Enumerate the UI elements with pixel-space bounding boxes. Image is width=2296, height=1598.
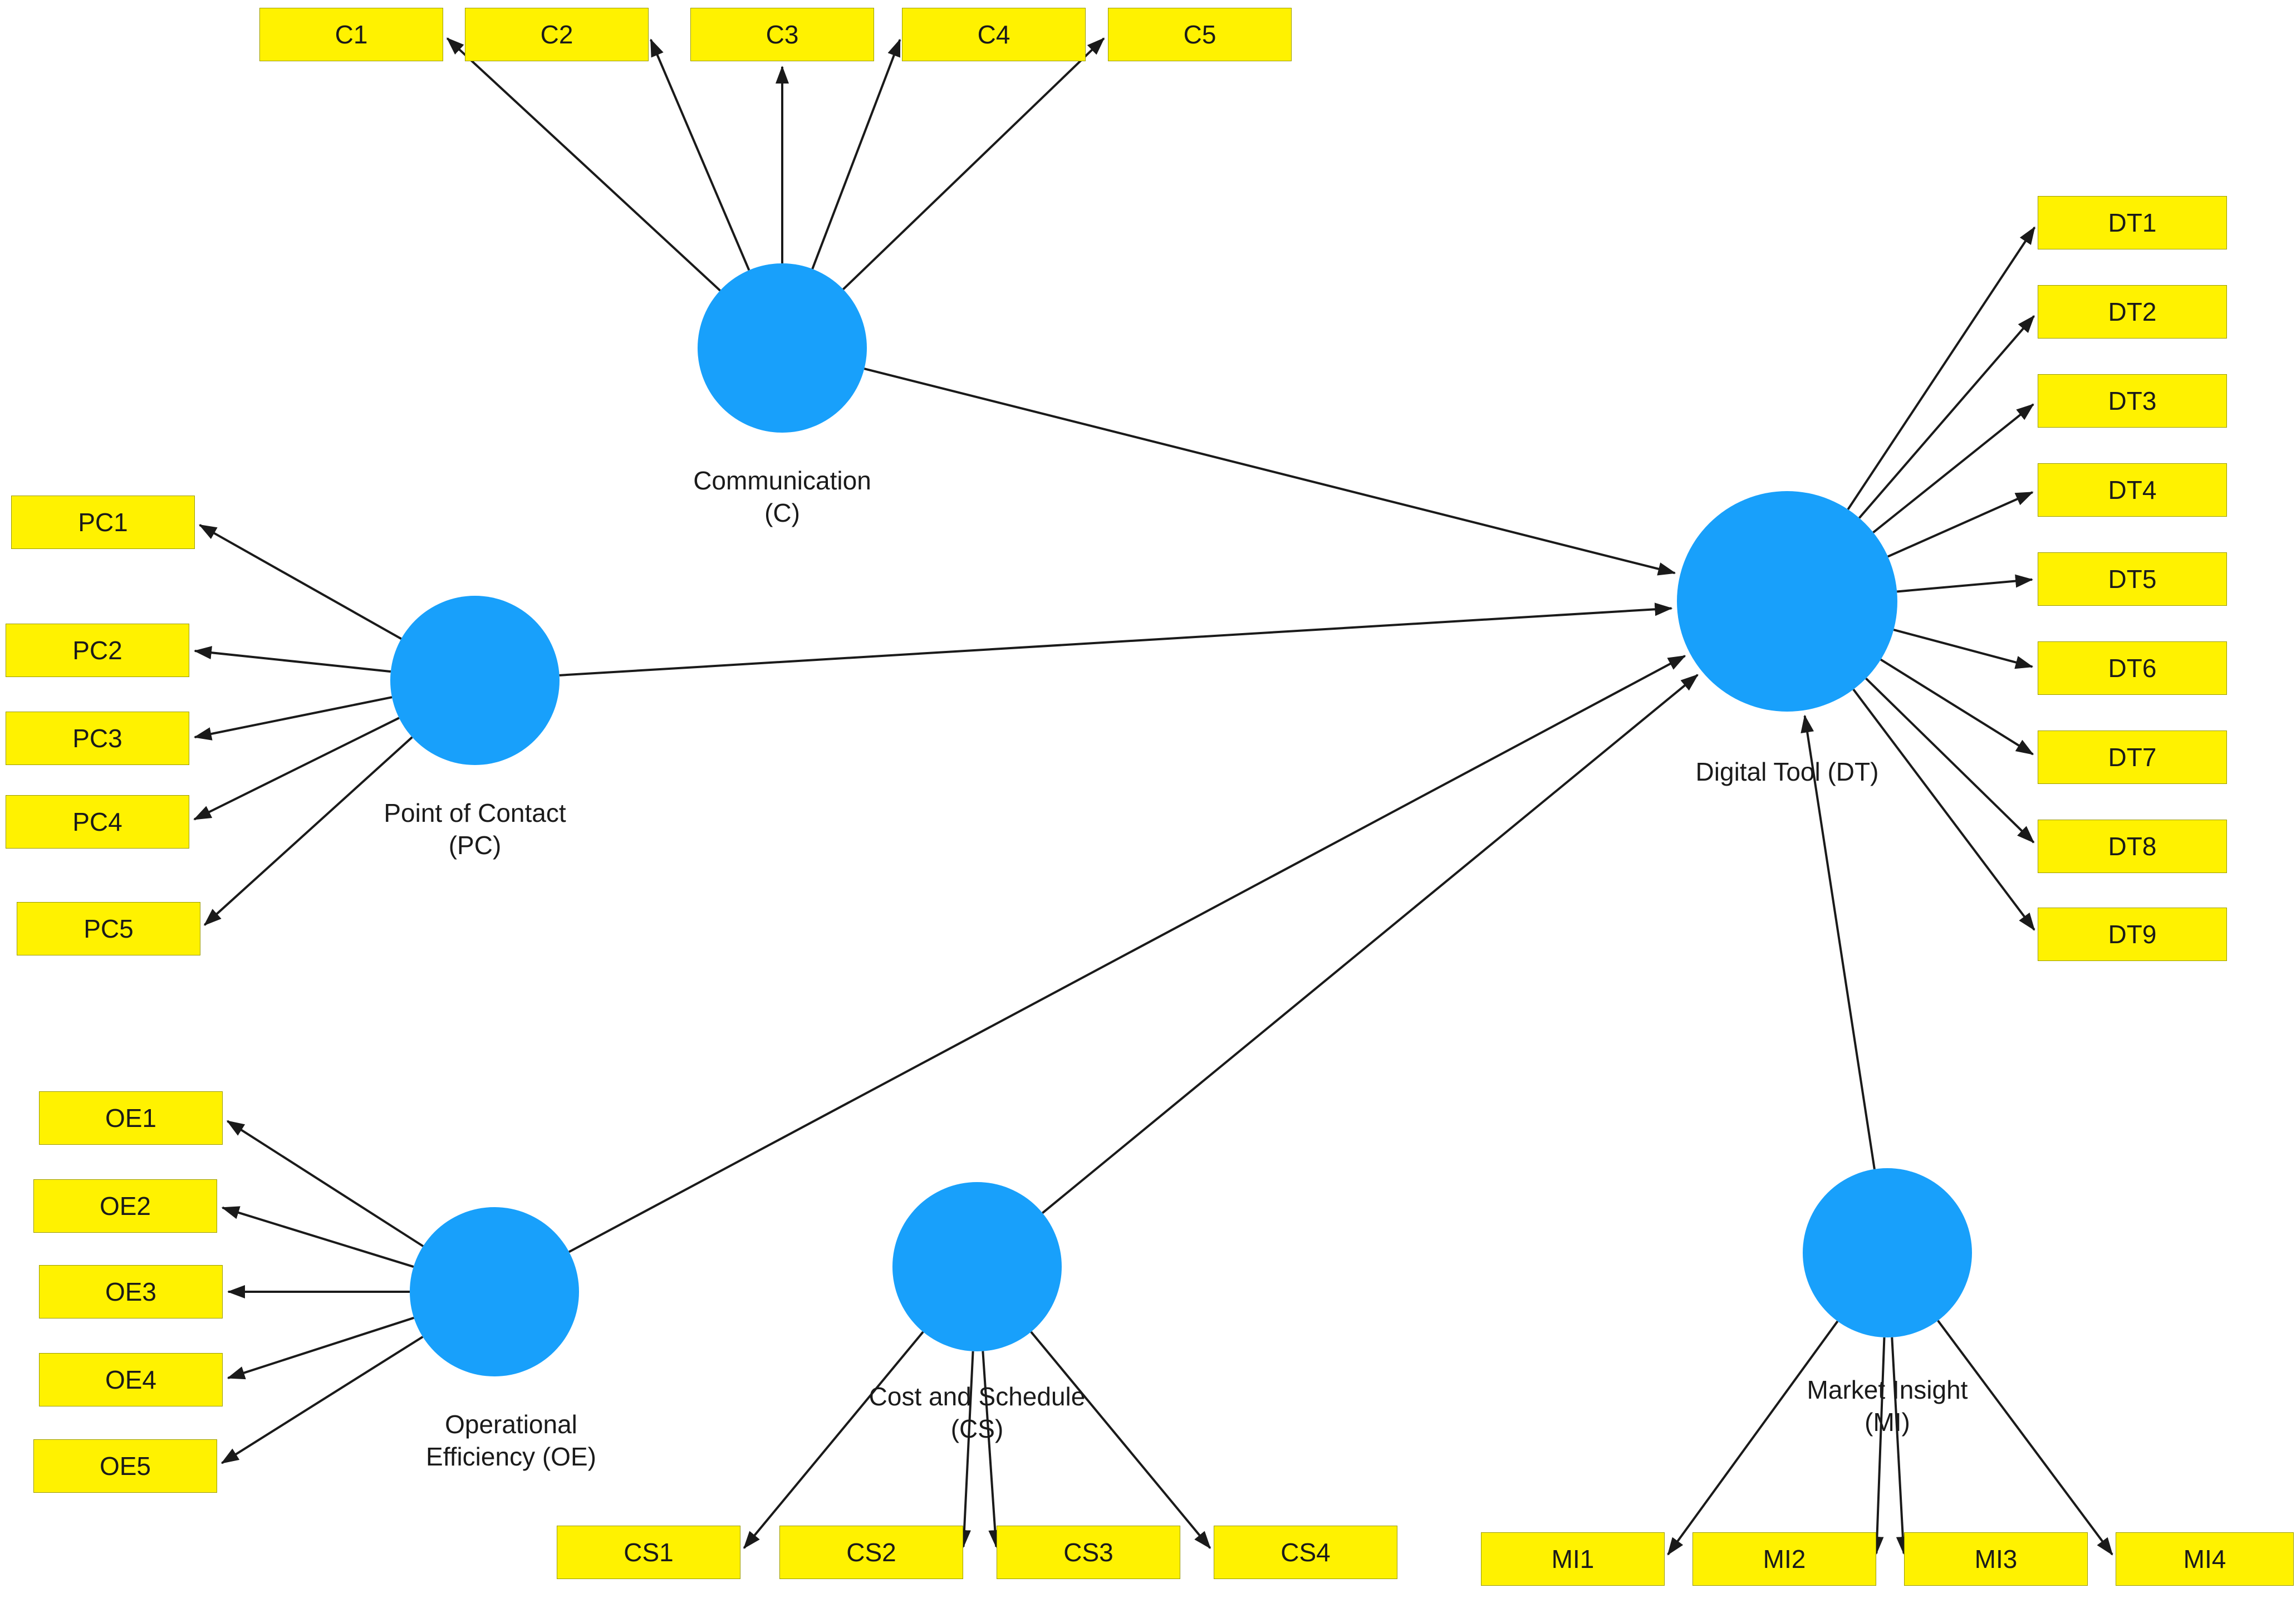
indicator-box-oe2[interactable]: OE2 — [33, 1179, 217, 1233]
indicator-box-pc1[interactable]: PC1 — [11, 496, 195, 549]
loading-arrow-dt-dt5 — [1897, 574, 2034, 593]
path-arrow-oe-to-dt — [568, 655, 1686, 1253]
construct-node-pc[interactable] — [390, 596, 560, 765]
loading-arrow-c-c4 — [811, 38, 901, 269]
indicator-box-oe5[interactable]: OE5 — [33, 1439, 217, 1493]
indicator-box-c5[interactable]: C5 — [1108, 8, 1292, 61]
loading-arrow-dt-dt9 — [1852, 689, 2035, 931]
indicator-box-mi3[interactable]: MI3 — [1904, 1532, 2088, 1586]
construct-label-c: Communication (C) — [693, 466, 871, 527]
indicator-box-dt5[interactable]: DT5 — [2038, 552, 2227, 606]
construct-label-cs: Cost and Schedule (CS) — [869, 1382, 1086, 1443]
loading-arrow-mi-mi4 — [1937, 1320, 2113, 1556]
indicator-box-mi1[interactable]: MI1 — [1481, 1532, 1665, 1586]
indicator-box-cs2[interactable]: CS2 — [779, 1526, 963, 1579]
indicator-box-pc3[interactable]: PC3 — [6, 712, 189, 765]
loading-arrow-pc-pc3 — [193, 696, 393, 741]
loading-arrow-mi-mi1 — [1667, 1320, 1839, 1556]
loading-arrow-mi-mi3 — [1891, 1337, 1910, 1555]
loading-arrow-dt-dt8 — [1865, 677, 2035, 844]
indicator-box-oe1[interactable]: OE1 — [39, 1091, 223, 1145]
indicator-box-mi4[interactable]: MI4 — [2116, 1532, 2294, 1586]
loading-arrow-pc-pc4 — [193, 717, 400, 821]
loading-arrow-cs-cs1 — [743, 1331, 924, 1549]
loading-arrow-c-c2 — [650, 38, 750, 271]
construct-node-cs[interactable] — [892, 1182, 1062, 1351]
loading-arrow-dt-dt3 — [1872, 403, 2034, 533]
loading-arrow-oe-oe4 — [227, 1316, 415, 1380]
path-arrow-pc-to-dt — [559, 602, 1673, 677]
loading-arrow-c-c1 — [446, 37, 721, 292]
loading-arrow-cs-cs4 — [1030, 1331, 1211, 1549]
loading-arrow-oe-oe2 — [221, 1206, 414, 1268]
construct-label-mi: Market Insight (MI) — [1807, 1375, 1968, 1437]
loading-arrow-pc-pc5 — [203, 736, 413, 926]
loading-arrow-oe-oe5 — [220, 1336, 424, 1464]
construct-label-dt: Digital Tool (DT) — [1695, 757, 1879, 786]
loading-arrow-dt-dt4 — [1887, 491, 2034, 558]
construct-node-mi[interactable] — [1803, 1168, 1972, 1337]
loading-arrow-pc-pc1 — [198, 524, 402, 640]
loading-arrow-dt-dt1 — [1847, 226, 2036, 510]
construct-label-oe: Operational Efficiency (OE) — [426, 1410, 596, 1471]
loading-arrow-cs-cs2 — [957, 1351, 974, 1548]
path-arrow-mi-to-dt — [1801, 714, 1876, 1170]
loading-arrow-oe-oe1 — [226, 1120, 424, 1247]
loading-arrow-dt-dt7 — [1880, 658, 2034, 756]
indicator-box-cs1[interactable]: CS1 — [557, 1526, 740, 1579]
indicator-box-c4[interactable]: C4 — [902, 8, 1086, 61]
loading-arrow-pc-pc2 — [193, 646, 391, 673]
loading-arrow-cs-cs3 — [982, 1351, 1002, 1548]
indicator-box-pc5[interactable]: PC5 — [17, 902, 200, 955]
loading-arrow-dt-dt6 — [1893, 629, 2034, 669]
loading-arrow-mi-mi2 — [1870, 1337, 1886, 1555]
indicator-box-dt9[interactable]: DT9 — [2038, 908, 2227, 961]
indicator-box-dt4[interactable]: DT4 — [2038, 463, 2227, 517]
indicator-box-dt1[interactable]: DT1 — [2038, 196, 2227, 249]
indicator-box-pc4[interactable]: PC4 — [6, 795, 189, 849]
indicator-box-mi2[interactable]: MI2 — [1692, 1532, 1876, 1586]
loading-arrow-dt-dt2 — [1858, 315, 2035, 519]
indicator-box-oe3[interactable]: OE3 — [39, 1265, 223, 1318]
construct-node-dt[interactable] — [1677, 491, 1897, 712]
indicator-box-c3[interactable]: C3 — [690, 8, 874, 61]
construct-label-pc: Point of Contact (PC) — [384, 798, 566, 860]
indicator-box-pc2[interactable]: PC2 — [6, 624, 189, 677]
path-arrow-cs-to-dt — [1042, 674, 1699, 1214]
construct-node-oe[interactable] — [410, 1207, 579, 1376]
construct-node-c[interactable] — [698, 263, 867, 433]
indicator-box-dt6[interactable]: DT6 — [2038, 641, 2227, 695]
path-arrow-c-to-dt — [864, 367, 1676, 576]
indicator-box-c2[interactable]: C2 — [465, 8, 649, 61]
loading-arrow-c-c5 — [842, 37, 1105, 291]
indicator-box-oe4[interactable]: OE4 — [39, 1353, 223, 1406]
indicator-box-cs4[interactable]: CS4 — [1214, 1526, 1397, 1579]
indicator-box-dt8[interactable]: DT8 — [2038, 820, 2227, 873]
indicator-box-c1[interactable]: C1 — [259, 8, 443, 61]
indicator-box-cs3[interactable]: CS3 — [997, 1526, 1180, 1579]
indicator-box-dt2[interactable]: DT2 — [2038, 285, 2227, 339]
indicator-box-dt3[interactable]: DT3 — [2038, 374, 2227, 428]
indicator-box-dt7[interactable]: DT7 — [2038, 731, 2227, 784]
